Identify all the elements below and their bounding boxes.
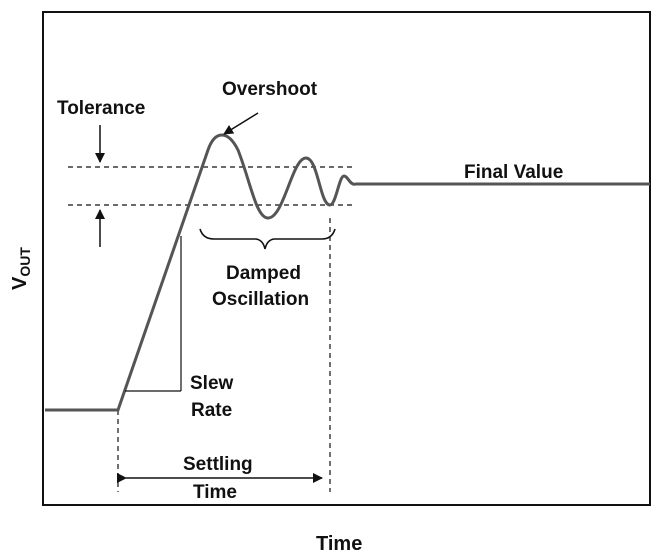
slew-label: Slew bbox=[190, 373, 234, 394]
overshoot-arrow bbox=[223, 112, 259, 135]
y-axis-label-sub: OUT bbox=[17, 247, 33, 277]
damped-label: Damped bbox=[226, 263, 301, 284]
y-axis-label-main: V bbox=[9, 276, 31, 290]
step-response-curve bbox=[45, 133, 650, 412]
final-value-label: Final Value bbox=[464, 162, 563, 183]
svg-text:VOUT: VOUT bbox=[9, 247, 33, 290]
settling-label: Settling bbox=[183, 454, 253, 475]
overshoot-label: Overshoot bbox=[222, 79, 318, 100]
x-axis-label: Time bbox=[316, 533, 362, 555]
damped-oscillation-brace bbox=[199, 228, 336, 250]
plot-frame bbox=[42, 11, 651, 506]
tolerance-label: Tolerance bbox=[57, 98, 145, 119]
rate-label: Rate bbox=[191, 400, 232, 421]
y-axis-label: VOUT bbox=[9, 247, 33, 290]
oscillation-label: Oscillation bbox=[212, 289, 309, 310]
settling-time-label: Time bbox=[193, 482, 237, 503]
